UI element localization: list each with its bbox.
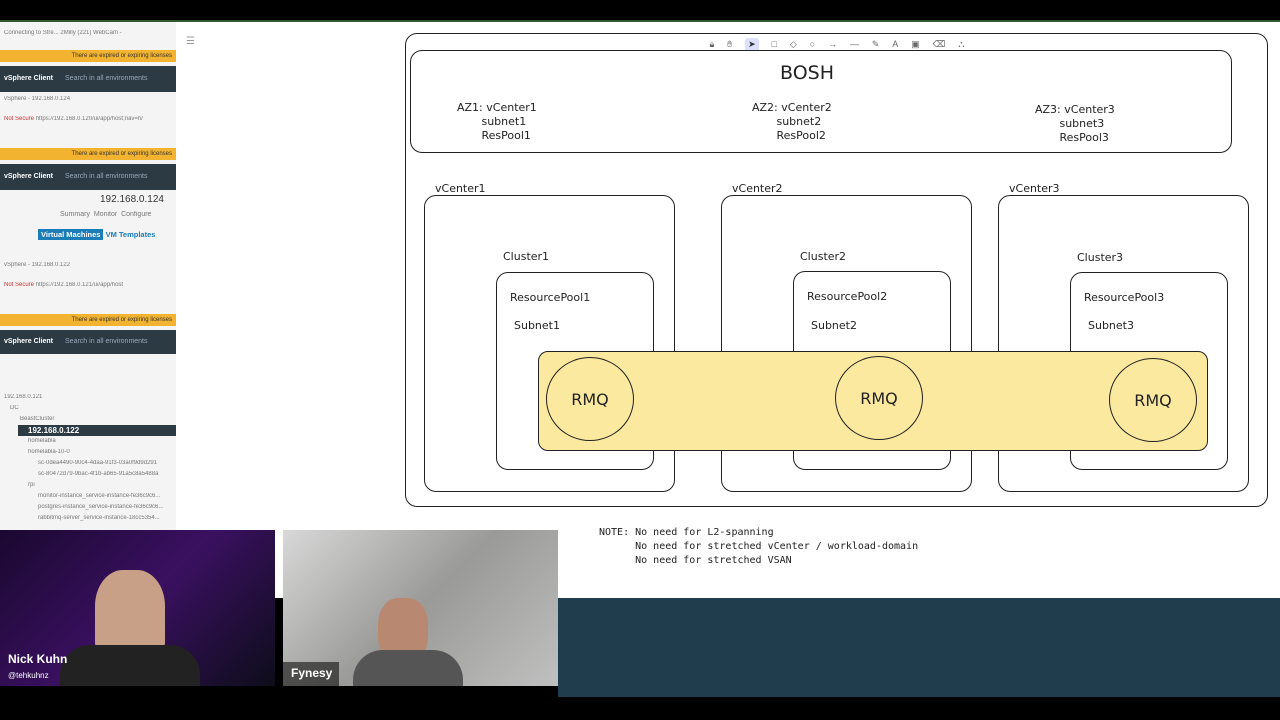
vcenter2-label: vCenter2 <box>732 182 783 195</box>
select-icon[interactable]: ➤ <box>745 37 759 51</box>
person-body <box>353 650 463 686</box>
tab-monitor[interactable]: Monitor <box>93 211 118 218</box>
image-icon[interactable]: ▣ <box>911 38 920 49</box>
tree-item[interactable]: sc-80472d79-9bac-4f1b-ab65-91a5c8a5488a <box>38 471 159 477</box>
license-warning: There are expired or expiring licenses <box>0 314 176 326</box>
az3-label: AZ3: vCenter3 subnet3 ResPool3 <box>1035 103 1115 144</box>
tree-item[interactable]: rpi <box>28 482 35 488</box>
host-tabs: Summary Monitor Configure <box>56 211 176 218</box>
bosh-title: BOSH <box>780 62 835 84</box>
webcam-nick: Nick Kuhn @tehkuhnz <box>0 530 275 686</box>
tab-configure[interactable]: Configure <box>121 211 152 218</box>
cluster1-label: Cluster1 <box>503 250 550 263</box>
not-secure-badge: Not Secure <box>4 116 35 122</box>
person-body <box>60 645 200 686</box>
pencil-icon[interactable]: ✎ <box>871 38 880 49</box>
rectangle-icon[interactable]: □ <box>771 39 778 49</box>
tree-item[interactable]: postgres-instance_service-instance-fe36c… <box>38 504 164 510</box>
search-input[interactable]: Search in all environments <box>65 338 148 345</box>
tree-item[interactable]: DC <box>10 405 19 411</box>
stream-footer-band <box>558 598 1280 697</box>
url-bar[interactable]: https://192.168.0.121/ui/app/host <box>35 282 124 288</box>
vcenter1-box <box>424 195 675 492</box>
eraser-icon[interactable]: ⌫ <box>932 38 946 49</box>
cam-handle: @tehkuhnz <box>8 671 49 680</box>
menu-icon[interactable]: ☰ <box>186 36 195 47</box>
top-bar <box>0 0 1280 22</box>
diamond-icon[interactable]: ◇ <box>789 38 797 49</box>
search-input[interactable]: Search in all environments <box>65 75 148 82</box>
vsphere-header: vSphere Client Search in all environments <box>0 66 176 92</box>
line-icon[interactable]: — <box>849 39 859 49</box>
tree-item[interactable]: sc-0dea4490-90c4-4daa-91f3-03a0f9d9d291 <box>38 460 158 466</box>
browser-tab[interactable]: vSphere - 192.168.0.124 <box>4 96 71 102</box>
browser-tab[interactable]: vSphere - 192.168.0.122 <box>4 262 71 268</box>
lock-icon[interactable]: 🔒︎ <box>709 38 715 49</box>
vcenter2-box <box>721 195 972 492</box>
search-input[interactable]: Search in all environments <box>65 173 148 180</box>
tree-item[interactable]: rabbitmq-server_service-instance-18cc535… <box>38 515 160 521</box>
hand-icon[interactable]: ✋︎ <box>727 38 733 49</box>
az1-label: AZ1: vCenter1 subnet1 ResPool1 <box>457 101 537 142</box>
bookmarks-bar: Connecting to Stre... 2Milly (221) WebCa… <box>4 30 122 36</box>
tree-item[interactable]: homelabla-10-0 <box>28 449 70 455</box>
app-title: vSphere Client <box>4 75 54 82</box>
rmq-node-3: RMQ <box>1109 358 1197 442</box>
resourcepool2-label: ResourcePool2 <box>807 290 888 303</box>
bosh-box <box>410 50 1232 153</box>
az2-label: AZ2: vCenter2 subnet2 ResPool2 <box>752 101 832 142</box>
whiteboard-canvas[interactable]: ☰ <box>176 22 1280 598</box>
arrow-icon[interactable]: → <box>828 39 838 49</box>
ellipse-icon[interactable]: ○ <box>809 39 816 49</box>
cluster3-label: Cluster3 <box>1077 251 1124 264</box>
subnet1-label: Subnet1 <box>514 319 560 332</box>
url-bar[interactable]: https://192.168.0.120/ui/app/host;nav=h/ <box>35 116 143 122</box>
vsphere-header: vSphere Client Search in all environments <box>0 330 176 354</box>
cluster2-label: Cluster2 <box>800 250 847 263</box>
subnet2-label: Subnet2 <box>811 319 857 332</box>
outer-boundary <box>405 33 1268 507</box>
app-title: vSphere Client <box>4 338 54 345</box>
tab-summary[interactable]: Summary <box>60 211 90 218</box>
cam-name: Fynesy <box>291 666 333 680</box>
library-icon[interactable]: ⛬ <box>958 38 965 49</box>
tree-item[interactable]: 192.168.0.121 <box>4 394 43 400</box>
not-secure-badge: Not Secure <box>4 282 35 288</box>
tree-item[interactable]: homelabla <box>28 438 56 444</box>
vcenter1-label: vCenter1 <box>435 182 486 195</box>
rmq-node-1: RMQ <box>546 357 634 441</box>
app-title: vSphere Client <box>4 173 54 180</box>
note-text: NOTE: No need for L2-spanning No need fo… <box>599 527 919 566</box>
vcenter3-box <box>998 195 1249 492</box>
tree-item[interactable]: BeastCluster <box>20 416 55 422</box>
license-warning: There are expired or expiring licenses <box>0 50 176 62</box>
subnet3-label: Subnet3 <box>1088 319 1134 332</box>
cam-name: Nick Kuhn <box>8 652 68 666</box>
text-icon[interactable]: A <box>892 39 899 49</box>
rmq-node-2: RMQ <box>835 356 923 440</box>
resourcepool1-label: ResourcePool1 <box>510 291 591 304</box>
license-warning: There are expired or expiring licenses <box>0 148 176 160</box>
tree-item-selected[interactable]: 192.168.0.122 <box>18 425 176 436</box>
tree-item[interactable]: monitor-instance_service-instance-fe36c9… <box>38 493 161 499</box>
tab-vm-templates[interactable]: VM Templates <box>105 230 156 239</box>
webcam-fynesy: Fynesy <box>283 530 558 686</box>
host-title: 192.168.0.124 <box>100 194 164 205</box>
tab-virtual-machines[interactable]: Virtual Machines <box>38 229 104 240</box>
resourcepool3-label: ResourcePool3 <box>1084 291 1165 304</box>
vsphere-screenshare-panel: Connecting to Stre... 2Milly (221) WebCa… <box>0 22 176 530</box>
vcenter3-label: vCenter3 <box>1009 182 1060 195</box>
vsphere-header: vSphere Client Search in all environments <box>0 164 176 190</box>
drawing-toolbar: 🔒︎ ✋︎ ➤ □ ◇ ○ → — ✎ A ▣ ⌫ ⛬ <box>703 34 971 54</box>
